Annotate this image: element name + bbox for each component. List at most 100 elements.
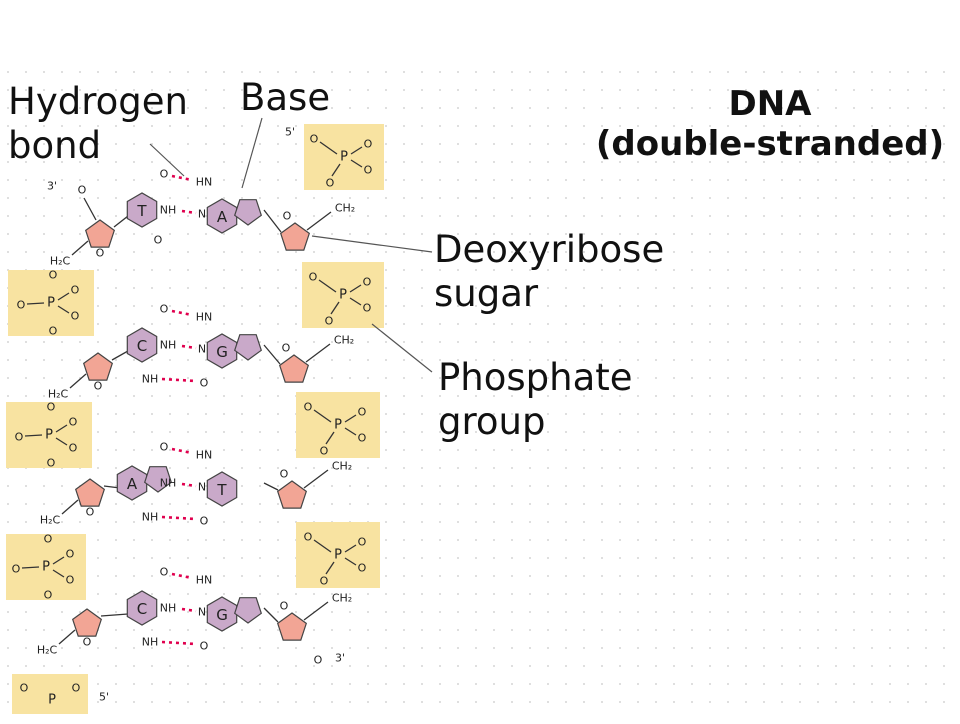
grid-dot [817,251,819,253]
grid-dot [763,539,765,541]
grid-dot [97,251,99,253]
grid-dot [583,197,585,199]
grid-dot [439,449,441,451]
grid-dot [637,629,639,631]
grid-dot [889,395,891,397]
grid-dot [25,341,27,343]
grid-dot [349,593,351,595]
grid-dot [781,629,783,631]
grid-dot [529,575,531,577]
grid-dot [223,305,225,307]
grid-dot [799,143,801,145]
grid-dot [691,161,693,163]
grid-dot [403,377,405,379]
grid-dot [331,593,333,595]
grid-dot [871,377,873,379]
grid-dot [871,395,873,397]
grid-dot [457,179,459,181]
grid-dot [781,89,783,91]
grid-dot [205,629,207,631]
grid-dot [727,467,729,469]
grid-dot [313,233,315,235]
grid-dot [709,125,711,127]
grid-dot [529,107,531,109]
grid-dot [727,251,729,253]
grid-dot [565,395,567,397]
three-prime-end-label: 3' [47,180,57,193]
grid-dot [457,233,459,235]
grid-dot [781,665,783,667]
grid-dot [277,143,279,145]
left-deoxyribose-sugar [84,219,116,248]
grid-dot [493,341,495,343]
grid-dot [691,647,693,649]
grid-dot [493,143,495,145]
grid-dot [403,125,405,127]
bond-line [52,556,65,565]
grid-dot [313,503,315,505]
ring-oxygen-atom: O [280,600,289,613]
grid-dot [169,503,171,505]
grid-dot [691,197,693,199]
grid-dot [871,197,873,199]
grid-dot [655,359,657,361]
oxygen-atom: O [154,234,163,247]
grid-dot [331,233,333,235]
grid-dot [547,89,549,91]
grid-dot [97,521,99,523]
grid-dot [439,161,441,163]
grid-dot [583,575,585,577]
grid-dot [835,701,837,703]
grid-dot [853,305,855,307]
grid-dot [349,107,351,109]
grid-dot [637,161,639,163]
grid-dot [475,431,477,433]
base-hexagon-ring [206,471,238,507]
grid-dot [277,395,279,397]
grid-dot [709,107,711,109]
grid-dot [763,467,765,469]
grid-dot [349,647,351,649]
grid-dot [655,431,657,433]
grid-dot [223,683,225,685]
grid-dot [259,485,261,487]
grid-dot [421,557,423,559]
phosphate-box [12,674,88,714]
grid-dot [601,593,603,595]
grid-dot [817,269,819,271]
grid-dot [97,413,99,415]
grid-dot [709,629,711,631]
grid-dot [835,305,837,307]
grid-dot [7,485,9,487]
grid-dot [151,251,153,253]
grid-dot [583,71,585,73]
grid-dot [853,485,855,487]
grid-dot [583,107,585,109]
oxygen-atom: O [320,575,329,588]
grid-dot [619,107,621,109]
grid-dot [763,251,765,253]
grid-dot [817,449,819,451]
grid-dot [889,557,891,559]
grid-dot [871,143,873,145]
oxygen-atom: O [358,536,367,549]
grid-dot [169,143,171,145]
grid-dot [115,395,117,397]
grid-dot [871,683,873,685]
grid-dot [853,629,855,631]
grid-dot [169,287,171,289]
grid-dot [907,539,909,541]
grid-dot [745,503,747,505]
grid-dot [403,71,405,73]
grid-dot [925,143,927,145]
grid-dot [907,161,909,163]
grid-dot [151,665,153,667]
grid-dot [817,395,819,397]
grid-dot [79,251,81,253]
grid-dot [349,665,351,667]
grid-dot [403,593,405,595]
grid-dot [835,449,837,451]
grid-dot [889,197,891,199]
grid-dot [547,269,549,271]
